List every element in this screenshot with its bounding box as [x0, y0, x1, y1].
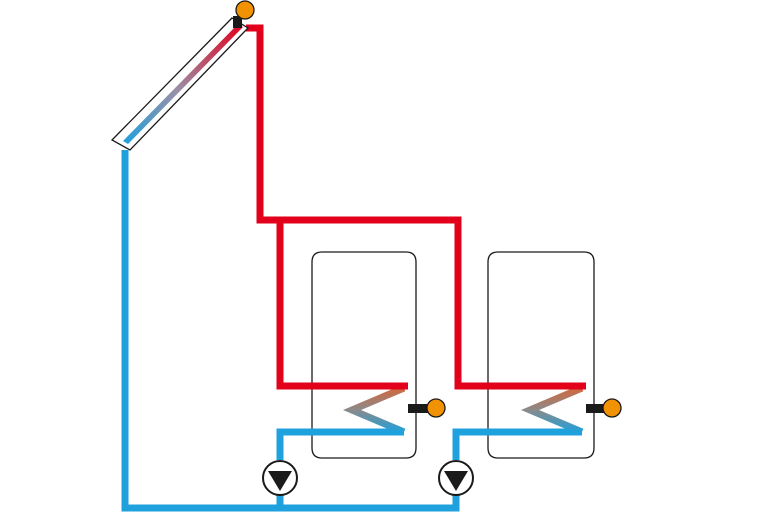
- cold-return-pipe-main: [121, 150, 460, 512]
- heat-exchanger-coil-2: [521, 384, 584, 436]
- temperature-sensor-icon: [586, 398, 622, 418]
- solar-collector-icon: [110, 17, 250, 151]
- heat-exchanger-coil-1: [343, 384, 406, 436]
- storage-tank-1: [311, 251, 417, 459]
- temperature-sensor-icon: [408, 398, 446, 418]
- storage-tank-2: [487, 251, 595, 459]
- hot-flow-pipe-main: [246, 24, 586, 390]
- circulation-pump-icon: [262, 460, 298, 496]
- temperature-sensor-icon: [233, 0, 255, 28]
- cold-return-pipe-tank-2: [452, 428, 582, 460]
- hot-flow-pipe-tank-1: [276, 220, 408, 390]
- circulation-pump-icon: [438, 460, 474, 496]
